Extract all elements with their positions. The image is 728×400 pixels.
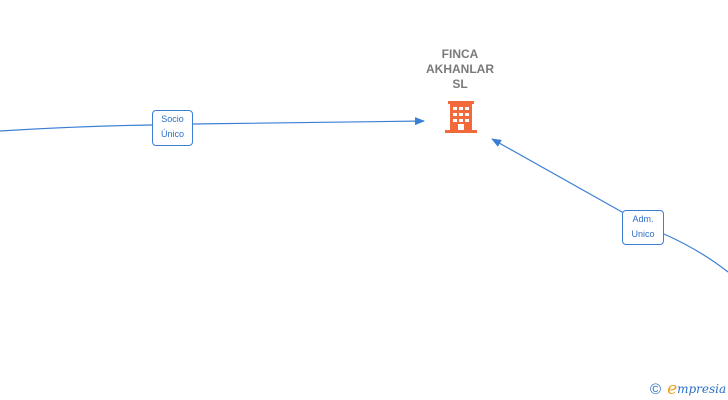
copyright-icon: © xyxy=(650,380,662,398)
edge-adm-unico xyxy=(491,138,728,273)
relation-label-line: Unico xyxy=(631,229,655,239)
brand-logo-initial: e xyxy=(667,379,678,399)
building-icon[interactable] xyxy=(445,101,477,133)
edge-socio-unico xyxy=(0,117,425,132)
brand-logo-text: mpresia xyxy=(677,382,727,396)
company-name-line-3: SL xyxy=(452,77,468,91)
company-name-line-2: AKHANLAR xyxy=(426,62,494,76)
relation-label-line: Adm. xyxy=(632,214,654,224)
relation-label-line: Socio xyxy=(161,114,184,124)
company-name-line-1: FINCA xyxy=(441,47,479,61)
relation-label-adm-unico[interactable]: Adm. Unico xyxy=(622,210,664,245)
relation-label-line: Único xyxy=(160,129,184,139)
relation-label-socio-unico[interactable]: Socio Único xyxy=(152,110,193,146)
brand-watermark[interactable]: © e mpresia xyxy=(650,379,726,399)
company-name[interactable]: FINCA AKHANLAR SL xyxy=(400,47,520,92)
